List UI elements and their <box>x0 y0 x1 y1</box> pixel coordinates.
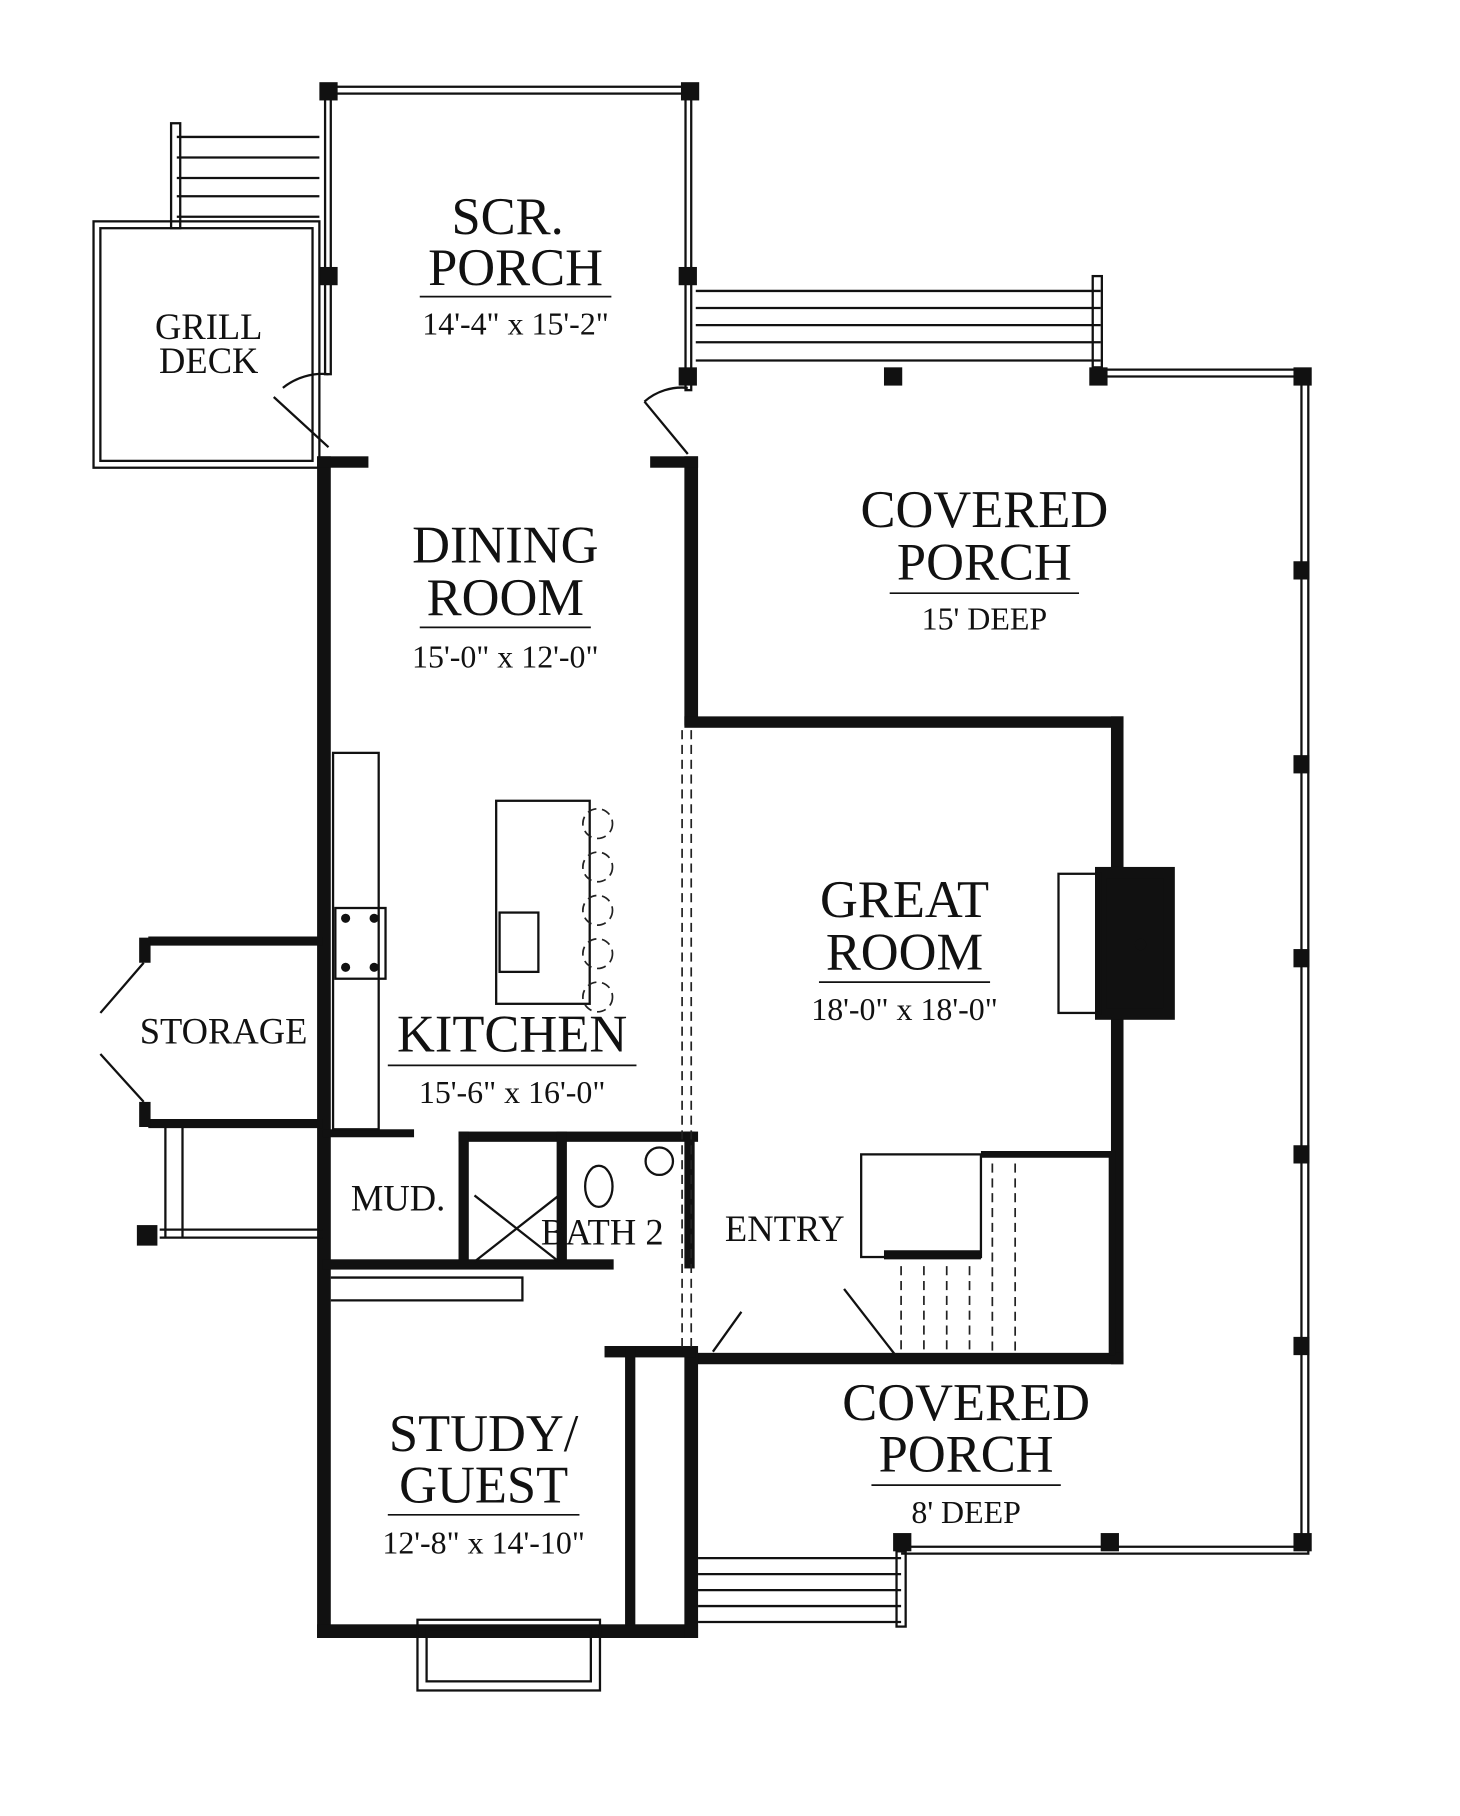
room-name: ROOM <box>826 924 983 982</box>
label-kitchen: KITCHEN 15'-6" x 16'-0" <box>387 1006 637 1110</box>
bay-window <box>416 1618 602 1692</box>
room-name: STUDY/ <box>389 1405 579 1463</box>
label-entry: ENTRY <box>725 1208 845 1249</box>
room-name: COVERED <box>842 1374 1090 1432</box>
room-name: GRILL <box>155 306 262 347</box>
room-name: COVERED <box>861 481 1109 539</box>
room-name: SCR. <box>451 188 563 246</box>
label-great-room: GREAT ROOM 18'-0" x 18'-0" <box>811 871 998 1027</box>
room-size: 18'-0" x 18'-0" <box>811 992 998 1027</box>
interior-walls <box>322 730 699 1626</box>
room-name: DECK <box>159 340 258 381</box>
label-covered-porch-front: COVERED PORCH 8' DEEP <box>842 1374 1090 1530</box>
room-name: KITCHEN <box>397 1006 627 1064</box>
room-size: 15'-6" x 16'-0" <box>419 1075 606 1110</box>
covered-porch-outline <box>698 367 1312 1628</box>
label-grill-deck: GRILL DECK <box>155 306 262 381</box>
room-size: 15'-0" x 12'-0" <box>412 639 599 674</box>
label-study-guest: STUDY/ GUEST 12'-8" x 14'-10" <box>382 1405 584 1561</box>
label-scr-porch: SCR. PORCH 14'-4" x 15'-2" <box>419 188 612 341</box>
kitchen-fixtures <box>331 751 614 1131</box>
room-name: GUEST <box>399 1456 568 1514</box>
room-size: 15' DEEP <box>922 602 1047 637</box>
label-mud: MUD. <box>351 1177 445 1218</box>
room-name: DINING <box>412 516 598 574</box>
room-name: GREAT <box>820 871 989 929</box>
screened-porch-outline <box>272 82 700 455</box>
room-size: 12'-8" x 14'-10" <box>382 1526 584 1561</box>
room-name: PORCH <box>428 239 603 297</box>
exterior-walls <box>317 456 1175 1638</box>
stairs <box>711 1150 1116 1356</box>
label-dining-room: DINING ROOM 15'-0" x 12'-0" <box>412 516 599 674</box>
room-name: PORCH <box>879 1425 1054 1483</box>
label-bath-2: BATH 2 <box>541 1211 664 1252</box>
room-name: PORCH <box>897 534 1072 592</box>
room-size: 8' DEEP <box>911 1495 1021 1530</box>
room-name: ROOM <box>427 569 584 627</box>
storage-outline <box>99 936 323 1246</box>
room-size: 14'-4" x 15'-2" <box>422 306 609 341</box>
grill-deck-outline <box>92 122 1103 469</box>
label-storage: STORAGE <box>140 1011 308 1052</box>
label-covered-porch-rear: COVERED PORCH 15' DEEP <box>861 481 1109 637</box>
